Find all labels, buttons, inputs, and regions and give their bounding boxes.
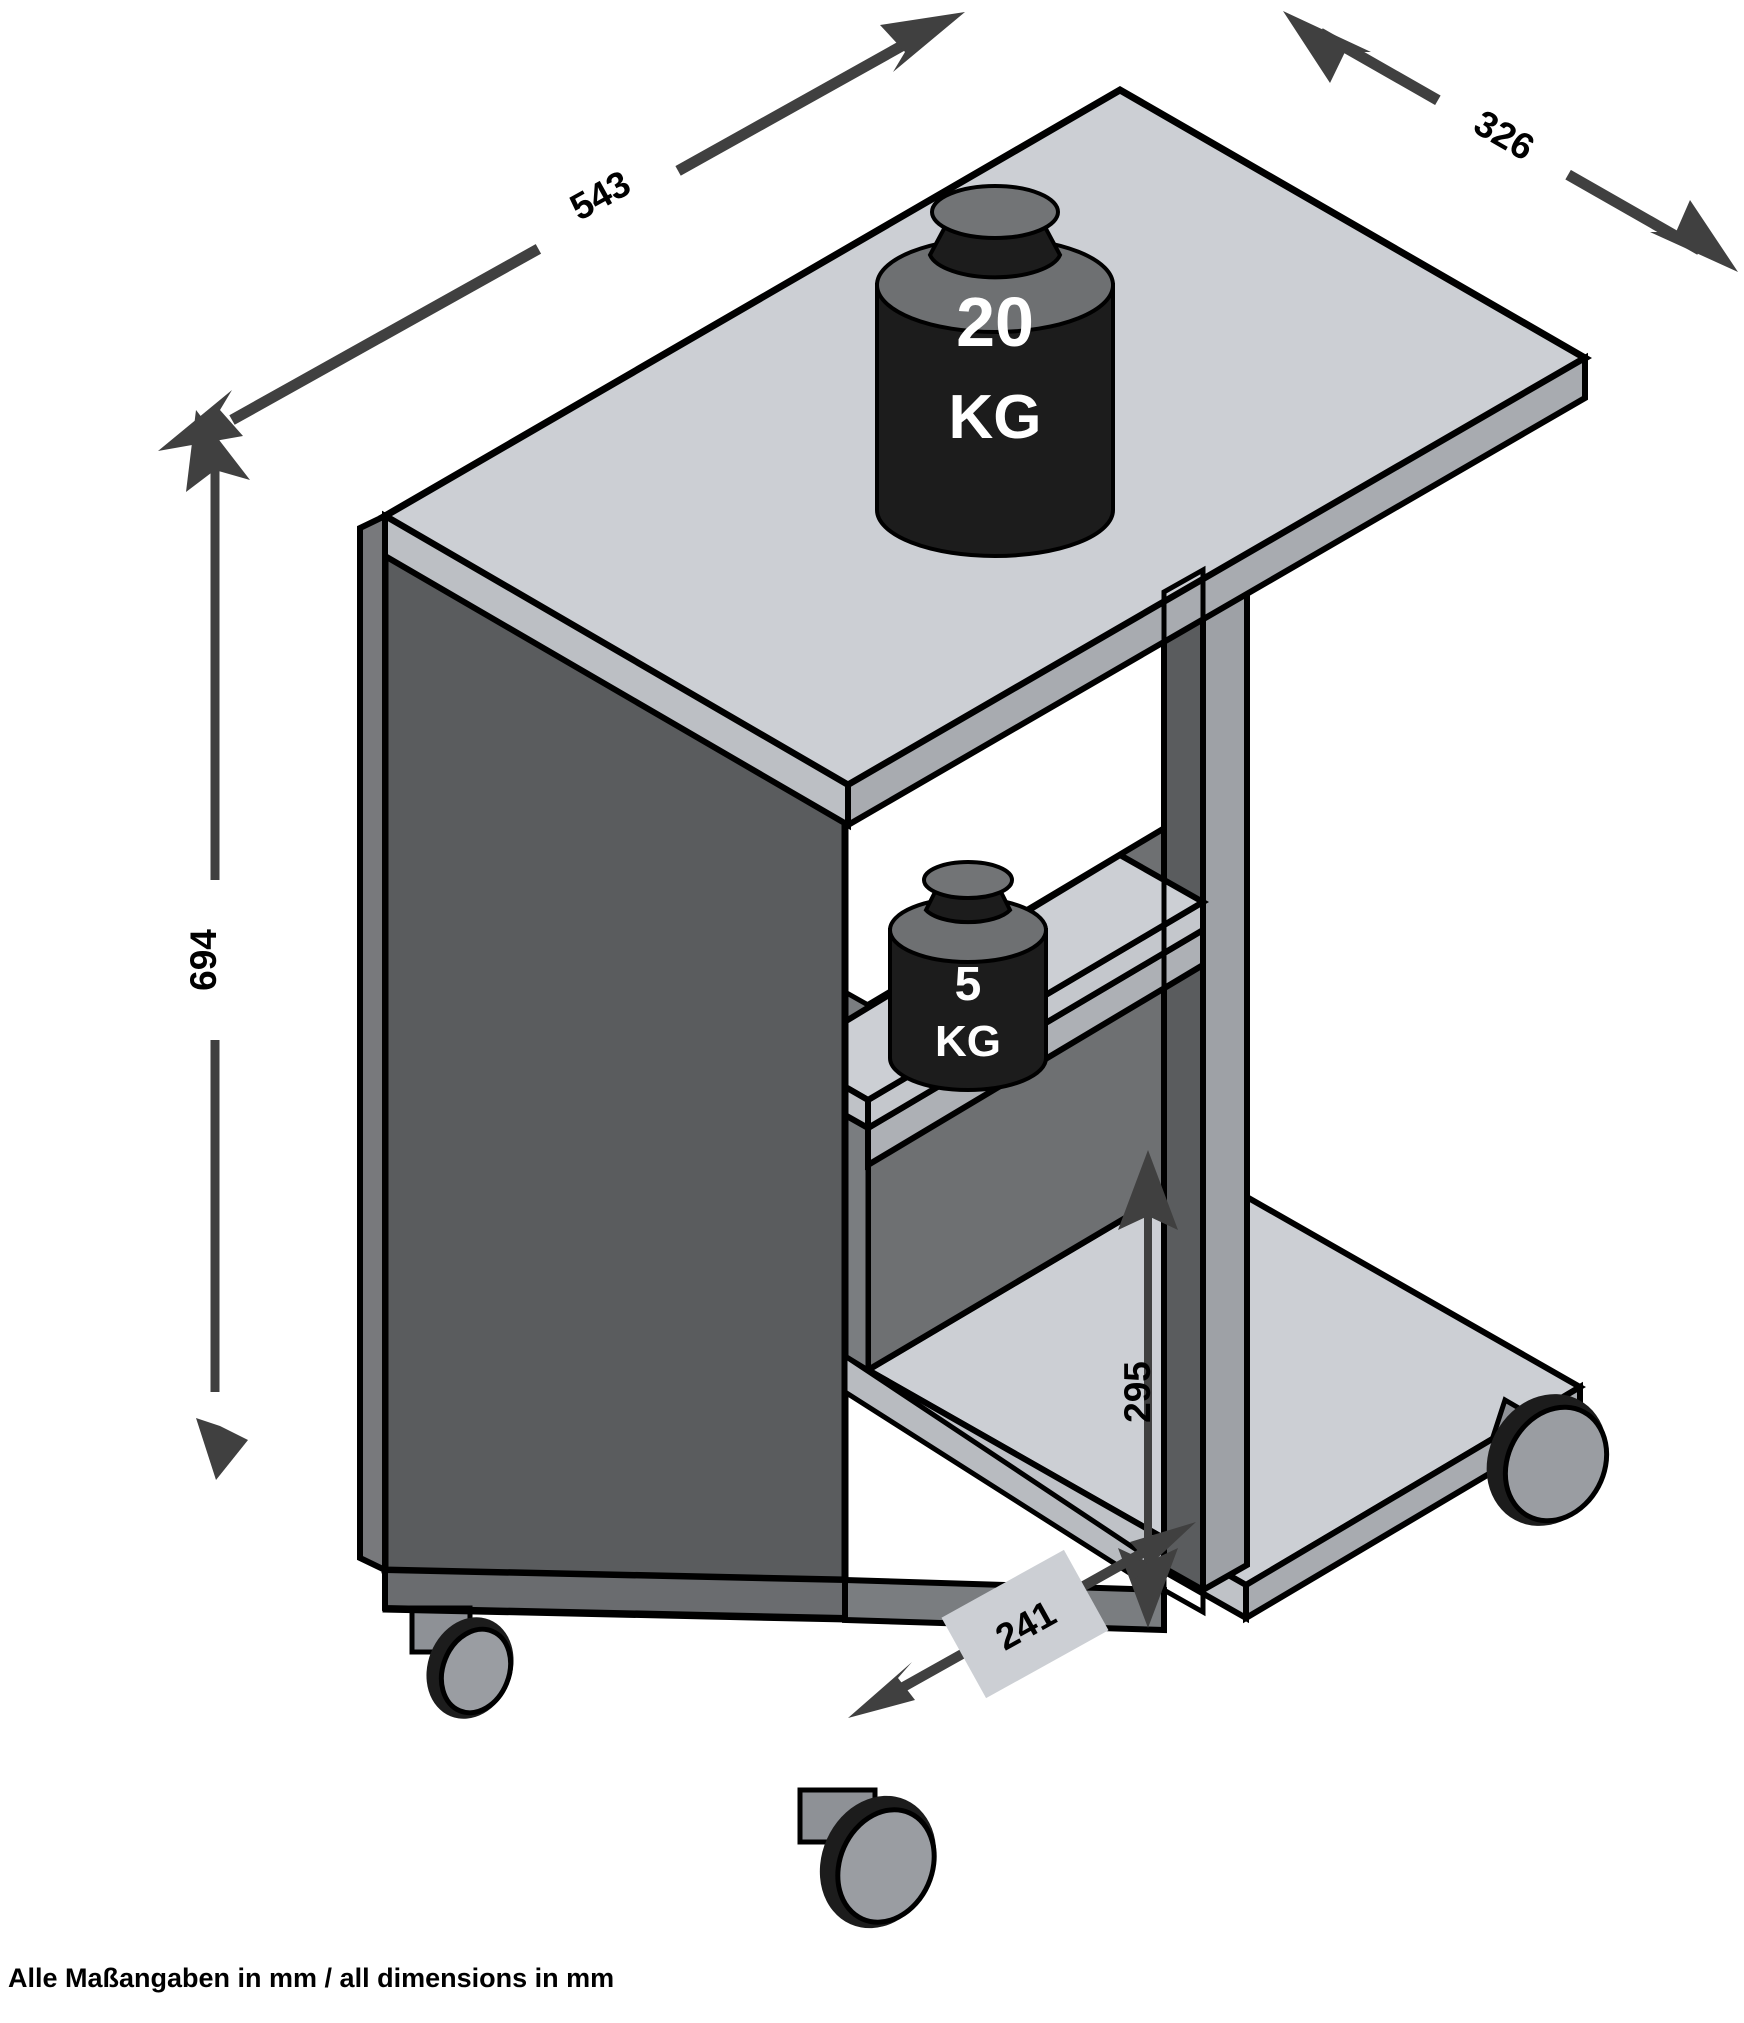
- weight-20kg: 20 KG: [875, 184, 1115, 558]
- dimension-694-arrowhead-bottom: [196, 1418, 248, 1480]
- right-upright-outline: [1161, 565, 1206, 1617]
- weight-20kg-knob-top: [930, 184, 1060, 240]
- dimension-295-arrowhead-bottom: [1118, 1548, 1178, 1628]
- dimension-326: 326: [1283, 11, 1738, 272]
- dimension-241: 241: [848, 1522, 1196, 1718]
- dimension-241-label-gap: [941, 1549, 1109, 1699]
- footer-note: Alle Maßangaben in mm / all dimensions i…: [8, 1963, 615, 1993]
- dimension-543-arrowhead-end: [880, 12, 965, 72]
- right-upright-edge: [1200, 539, 1250, 1596]
- castor-front-wheel: [835, 1807, 937, 1925]
- dimension-326-arrowhead-end: [1650, 200, 1738, 272]
- castor-left-front: [409, 1605, 514, 1719]
- base-outline: [382, 1567, 848, 1623]
- weight-20kg-unit: KG: [949, 383, 1042, 452]
- weight-5kg: 5 KG: [888, 860, 1048, 1092]
- left-side-panel-outer-edge: [357, 511, 388, 1575]
- right-upright-face: [1161, 564, 1206, 1596]
- dimension-295: 295: [1117, 1150, 1178, 1628]
- dimension-543-label-gap: [503, 108, 697, 282]
- weight-5kg-amount: 5: [955, 958, 982, 1011]
- weight-5kg-body: [888, 928, 1048, 1092]
- dimension-295-label: 295: [1117, 1361, 1158, 1423]
- dimension-694-label-gap: [160, 880, 272, 1040]
- dimension-241-arrowhead-left: [848, 1662, 915, 1718]
- dimension-694-arrowhead-top: [186, 410, 250, 492]
- castor-left-front-wheel: [438, 1626, 514, 1716]
- dimension-326-label-gap: [1413, 51, 1596, 218]
- castor-front: [797, 1787, 937, 1929]
- castor-right-rear-wheel: [1502, 1404, 1610, 1524]
- dimension-326-arrowhead-start: [1283, 11, 1371, 83]
- weight-20kg-amount: 20: [956, 283, 1034, 361]
- weight-20kg-body: [875, 283, 1115, 558]
- top-panel-edge-left: [382, 510, 851, 831]
- dimension-694-label: 694: [183, 929, 224, 991]
- castor-right-rear: [1486, 1394, 1610, 1526]
- dimension-295-arrowhead-top: [1118, 1150, 1178, 1230]
- weight-5kg-knob-top: [922, 860, 1014, 900]
- weight-5kg-unit: KG: [935, 1017, 1001, 1066]
- dimension-694: 694: [160, 410, 272, 1480]
- dimension-241-arrowhead-right: [1130, 1522, 1196, 1580]
